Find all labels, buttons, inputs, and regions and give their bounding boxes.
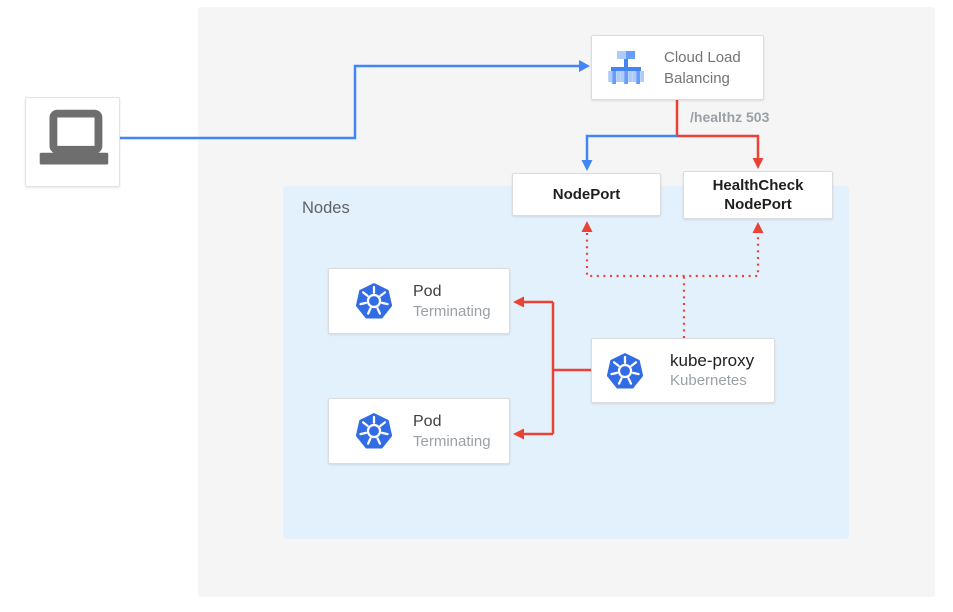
kube-proxy-title: kube-proxy	[670, 351, 755, 370]
kube-proxy-node: kube-proxy Kubernetes	[591, 338, 775, 403]
pod-status: Terminating	[413, 432, 491, 450]
nodeport-label: NodePort	[552, 186, 621, 203]
pod-title: Pod	[413, 282, 442, 300]
healthz-annotation: /healthz 503	[690, 109, 770, 125]
laptop-icon	[39, 109, 109, 165]
healthcheck-nodeport-node: HealthCheck NodePort	[683, 171, 833, 219]
clb-label-line2: Balancing	[664, 69, 730, 87]
pod-node: Pod Terminating	[328, 398, 510, 464]
client-node	[25, 97, 120, 187]
kube-proxy-subtitle: Kubernetes	[670, 372, 747, 389]
nodes-label: Nodes	[302, 199, 350, 217]
clb-label-line1: Cloud Load	[664, 48, 741, 66]
kubernetes-icon	[355, 412, 393, 450]
pod-title: Pod	[413, 412, 442, 430]
cloud-load-balancing-node: Cloud Load Balancing	[591, 35, 764, 100]
pod-status: Terminating	[413, 302, 491, 320]
kubernetes-icon	[355, 282, 393, 320]
cloud-load-balancing-icon	[608, 50, 644, 84]
healthcheck-label-line2: NodePort	[724, 196, 792, 213]
kubernetes-icon	[606, 351, 644, 390]
nodeport-node: NodePort	[512, 173, 661, 216]
pod-node: Pod Terminating	[328, 268, 510, 334]
healthcheck-label-line1: HealthCheck	[712, 177, 804, 194]
